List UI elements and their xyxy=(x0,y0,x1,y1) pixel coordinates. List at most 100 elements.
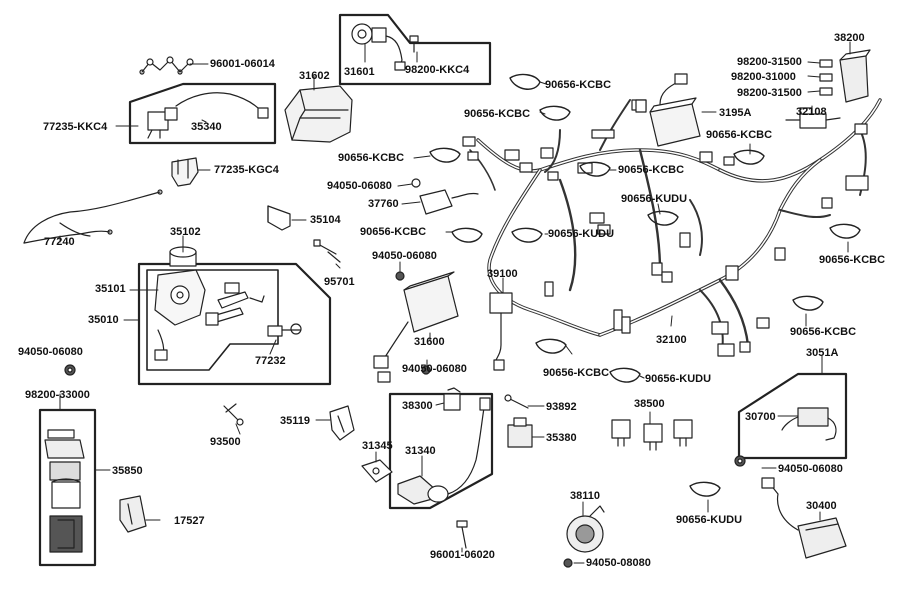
label-3051a: 3051A xyxy=(806,347,839,359)
label-90656-kcbc-2: 90656-KCBC xyxy=(464,108,531,120)
label-94050-06080-2: 94050-06080 xyxy=(372,250,437,262)
label-94050-08080: 94050-08080 xyxy=(586,557,651,569)
label-77232: 77232 xyxy=(255,355,286,367)
part-35380-relay xyxy=(507,417,533,448)
label-90656-kudu-3: 90656-KUDU xyxy=(645,373,712,385)
label-38110: 38110 xyxy=(570,490,600,502)
label-90656-kudu-1: 90656-KUDU xyxy=(621,193,688,205)
frame-35850 xyxy=(38,408,97,567)
label-31600: 31600 xyxy=(414,336,445,348)
label-96001-06020: 96001-06020 xyxy=(430,549,495,561)
part-31602-cover xyxy=(284,85,353,143)
label-93500: 93500 xyxy=(210,436,241,448)
group-frames xyxy=(38,13,848,567)
frame-31601 xyxy=(338,13,492,86)
part-77240-cable xyxy=(23,189,163,244)
frame-35010 xyxy=(137,262,332,386)
part-94050-06080-nut-right xyxy=(734,455,746,467)
label-77235-kkc4: 77235-KKC4 xyxy=(43,121,108,133)
part-32108-diode xyxy=(785,113,841,129)
label-90656-kudu-2: 90656-KUDU xyxy=(548,228,615,240)
label-93892: 93892 xyxy=(546,401,577,413)
part-35104-clip xyxy=(267,205,291,231)
part-94050-06080-nut-left xyxy=(64,364,76,376)
label-35340: 35340 xyxy=(191,121,222,133)
main-harness-32100 xyxy=(469,98,882,351)
part-39100-regulator xyxy=(489,292,513,371)
frame-35340 xyxy=(128,82,277,145)
label-31602: 31602 xyxy=(299,70,330,82)
part-35340-harness xyxy=(147,92,269,139)
part-77232-key-cylinder xyxy=(267,323,302,337)
label-35104: 35104 xyxy=(310,214,341,226)
label-32108: 32108 xyxy=(796,106,827,118)
label-35102: 35102 xyxy=(170,226,201,238)
part-93892-bolt xyxy=(504,394,529,409)
label-35380: 35380 xyxy=(546,432,577,444)
leader-lines xyxy=(59,41,851,564)
label-37760: 37760 xyxy=(368,198,399,210)
label-98200-31000: 98200-31000 xyxy=(731,71,796,83)
label-32100: 32100 xyxy=(656,334,687,346)
label-90656-kcbc-6: 90656-KCBC xyxy=(360,226,427,238)
label-35119: 35119 xyxy=(280,415,310,427)
label-90656-kcbc-5: 90656-KCBC xyxy=(618,164,685,176)
part-30400-ecu xyxy=(761,477,847,559)
label-96001-06014: 96001-06014 xyxy=(210,58,275,70)
part-96001-06020-bolt xyxy=(456,520,468,549)
label-38500: 38500 xyxy=(634,398,665,410)
part-31600-cdi xyxy=(373,271,459,383)
label-95701: 95701 xyxy=(324,276,355,288)
part-35101-lockset xyxy=(154,269,265,361)
clamp-bands xyxy=(429,73,861,497)
label-98200-kkc4: 98200-KKC4 xyxy=(405,64,470,76)
label-98200-33000: 98200-33000 xyxy=(25,389,90,401)
label-90656-kcbc-4: 90656-KCBC xyxy=(338,152,405,164)
label-90656-kcbc-8: 90656-KCBC xyxy=(790,326,857,338)
frame-31340 xyxy=(388,392,494,510)
label-35101: 35101 xyxy=(95,283,126,295)
label-94050-06080-3: 94050-06080 xyxy=(402,363,467,375)
label-77240: 77240 xyxy=(44,236,75,248)
label-31345: 31345 xyxy=(362,440,393,452)
part-3195a-module xyxy=(635,73,701,147)
part-77235-kgc4-bracket xyxy=(171,157,199,187)
label-90656-kcbc-3: 90656-KCBC xyxy=(706,129,773,141)
frame-35101-inner xyxy=(146,269,279,371)
part-38300-relay xyxy=(421,365,461,411)
part-98200-fuses xyxy=(819,59,833,96)
part-31345-plate xyxy=(361,459,393,483)
label-35850: 35850 xyxy=(112,465,143,477)
part-31601-switch xyxy=(351,23,419,71)
label-77235-kgc4: 77235-KGC4 xyxy=(214,164,279,176)
part-38110-horn xyxy=(563,505,605,568)
label-17527: 17527 xyxy=(174,515,205,527)
label-94050-06080-1: 94050-06080 xyxy=(327,180,392,192)
label-90656-kcbc-7: 90656-KCBC xyxy=(819,254,886,266)
label-38300: 38300 xyxy=(402,400,433,412)
label-30700: 30700 xyxy=(745,411,776,423)
label-98200-31500-top: 98200-31500 xyxy=(737,56,802,68)
part-31340-sensor xyxy=(397,397,491,505)
label-38200: 38200 xyxy=(834,32,865,44)
frame-3051a xyxy=(737,372,848,460)
part-95701-bolt xyxy=(313,239,341,263)
label-35010: 35010 xyxy=(88,314,119,326)
part-35850-relay xyxy=(44,429,85,553)
label-90656-kcbc-9: 90656-KCBC xyxy=(543,367,610,379)
label-39100: 39100 xyxy=(487,268,518,280)
label-30400: 30400 xyxy=(806,500,837,512)
label-98200-31500-bottom: 98200-31500 xyxy=(737,87,802,99)
label-94050-06080-4: 94050-06080 xyxy=(18,346,83,358)
label-94050-06080-5: 94050-06080 xyxy=(778,463,843,475)
part-30700-coil xyxy=(781,407,837,441)
part-96001-06014-bolts xyxy=(139,56,194,75)
part-37760-sensor xyxy=(411,178,479,215)
part-35119-clip xyxy=(329,405,355,441)
label-3195a: 3195A xyxy=(719,107,752,119)
part-93500-bolt xyxy=(223,403,244,426)
part-17527-holder xyxy=(119,495,147,533)
label-90656-kcbc-1: 90656-KCBC xyxy=(545,79,612,91)
